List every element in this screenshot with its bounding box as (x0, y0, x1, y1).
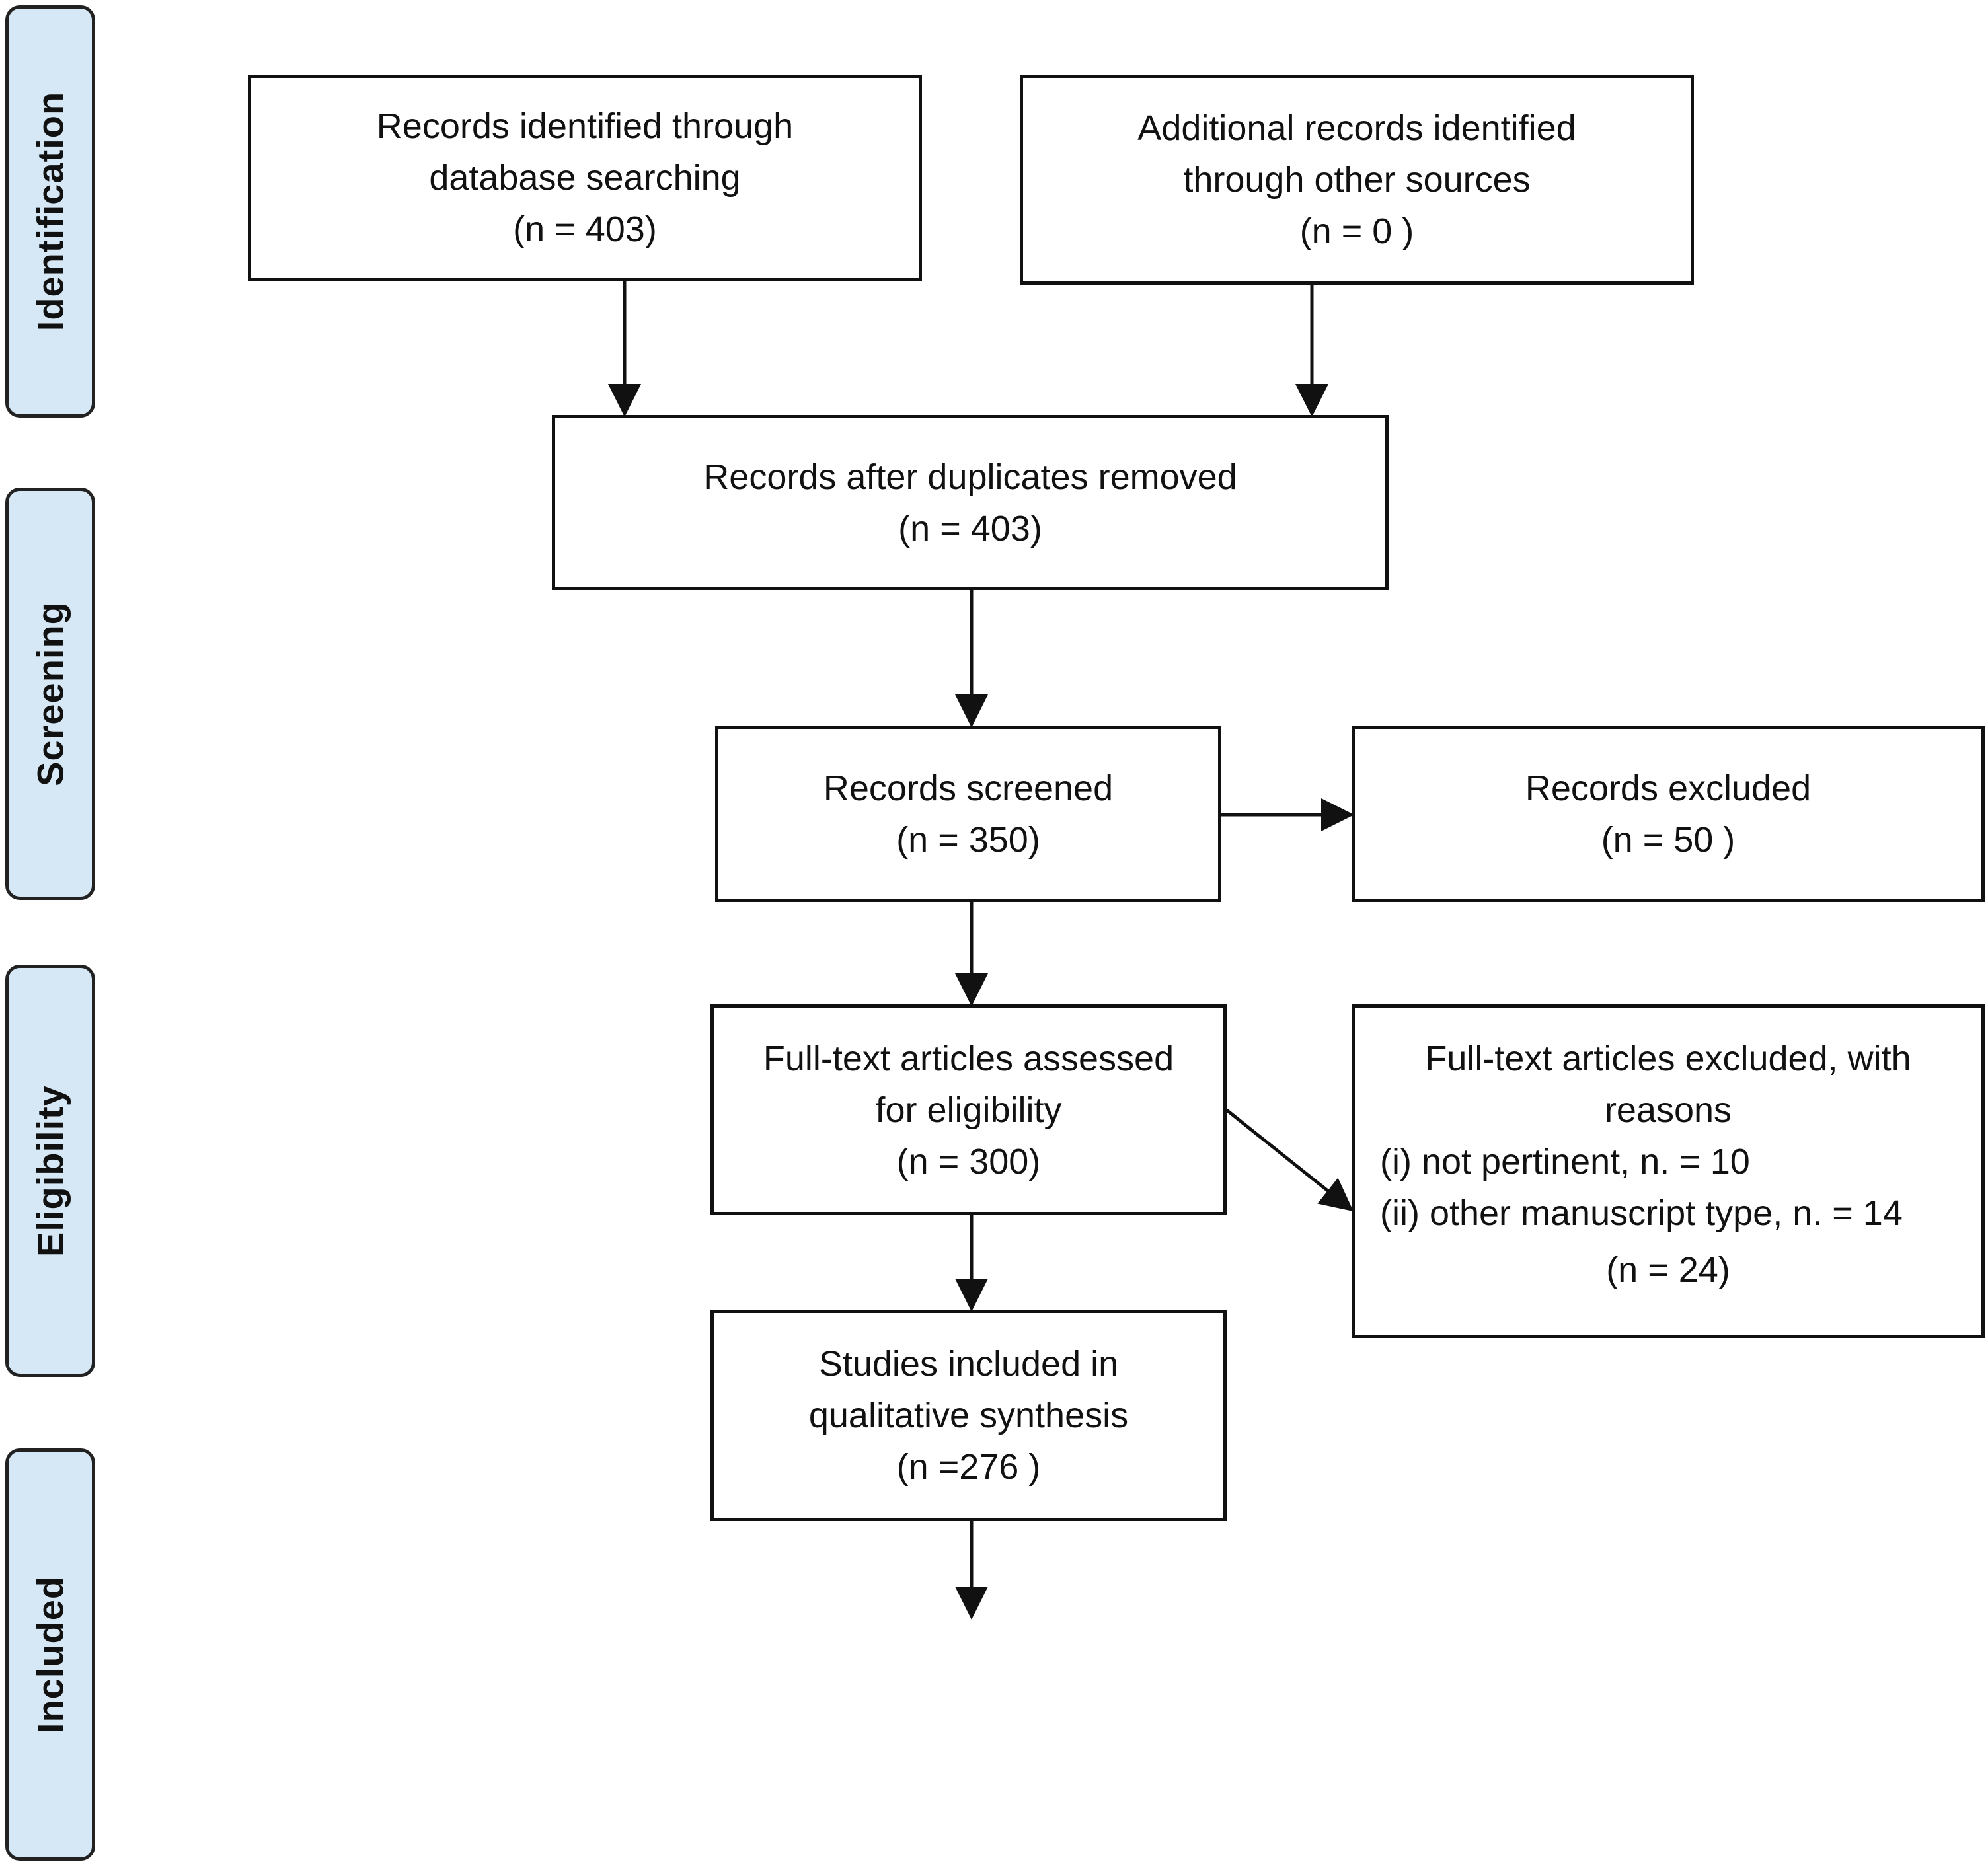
box-duplicates-removed: Records after duplicates removed (n = 40… (552, 415, 1389, 590)
fulltext-excluded-reason1: (i) not pertinent, n. = 10 (1380, 1142, 1750, 1181)
other-sources-line2: through other sources (1183, 160, 1531, 200)
box-records-screened: Records screened (n = 350) (715, 726, 1221, 902)
phase-included: Included (5, 1448, 95, 1861)
box-fulltext-excluded: Full-text articles excluded, with reason… (1352, 1004, 1985, 1338)
included-count: (n =276 ) (896, 1447, 1041, 1487)
included-line1: Studies included in (818, 1344, 1119, 1384)
box-fulltext-assessed: Full-text articles assessed for eligibil… (710, 1004, 1227, 1215)
screened-line1: Records screened (823, 768, 1114, 808)
fulltext-count: (n = 300) (896, 1141, 1041, 1181)
included-line2: qualitative synthesis (808, 1396, 1129, 1435)
fulltext-excluded-reason2: (ii) other manuscript type, n. = 14 (1380, 1193, 1903, 1233)
other-sources-line1: Additional records identified (1137, 108, 1576, 148)
fulltext-excluded-line1: Full-text articles excluded, with (1425, 1039, 1911, 1078)
db-search-line1: Records identified through (376, 106, 794, 146)
box-other-sources: Additional records identified through ot… (1020, 75, 1694, 285)
phase-identification: Identification (5, 5, 95, 418)
phase-eligibility: Eligibility (5, 965, 95, 1377)
fulltext-excluded-count: (n = 24) (1606, 1250, 1730, 1290)
dedup-line1: Records after duplicates removed (703, 457, 1237, 497)
box-records-excluded: Records excluded (n = 50 ) (1352, 726, 1985, 902)
box-studies-included: Studies included in qualitative synthesi… (710, 1310, 1227, 1521)
db-search-count: (n = 403) (513, 209, 657, 249)
other-sources-count: (n = 0 ) (1299, 211, 1414, 251)
db-search-line2: database searching (429, 158, 741, 198)
fulltext-line2: for eligibility (875, 1090, 1062, 1130)
fulltext-line1: Full-text articles assessed (763, 1038, 1174, 1078)
dedup-count: (n = 403) (898, 508, 1042, 548)
screened-count: (n = 350) (896, 819, 1040, 860)
excluded-count: (n = 50 ) (1601, 819, 1736, 860)
phase-screening: Screening (5, 488, 95, 900)
arrow-fulltext-to-fulltext-excluded (1225, 1109, 1354, 1212)
excluded-line1: Records excluded (1525, 768, 1812, 808)
fulltext-excluded-line2: reasons (1604, 1090, 1732, 1130)
box-database-searching: Records identified through database sear… (248, 75, 922, 281)
